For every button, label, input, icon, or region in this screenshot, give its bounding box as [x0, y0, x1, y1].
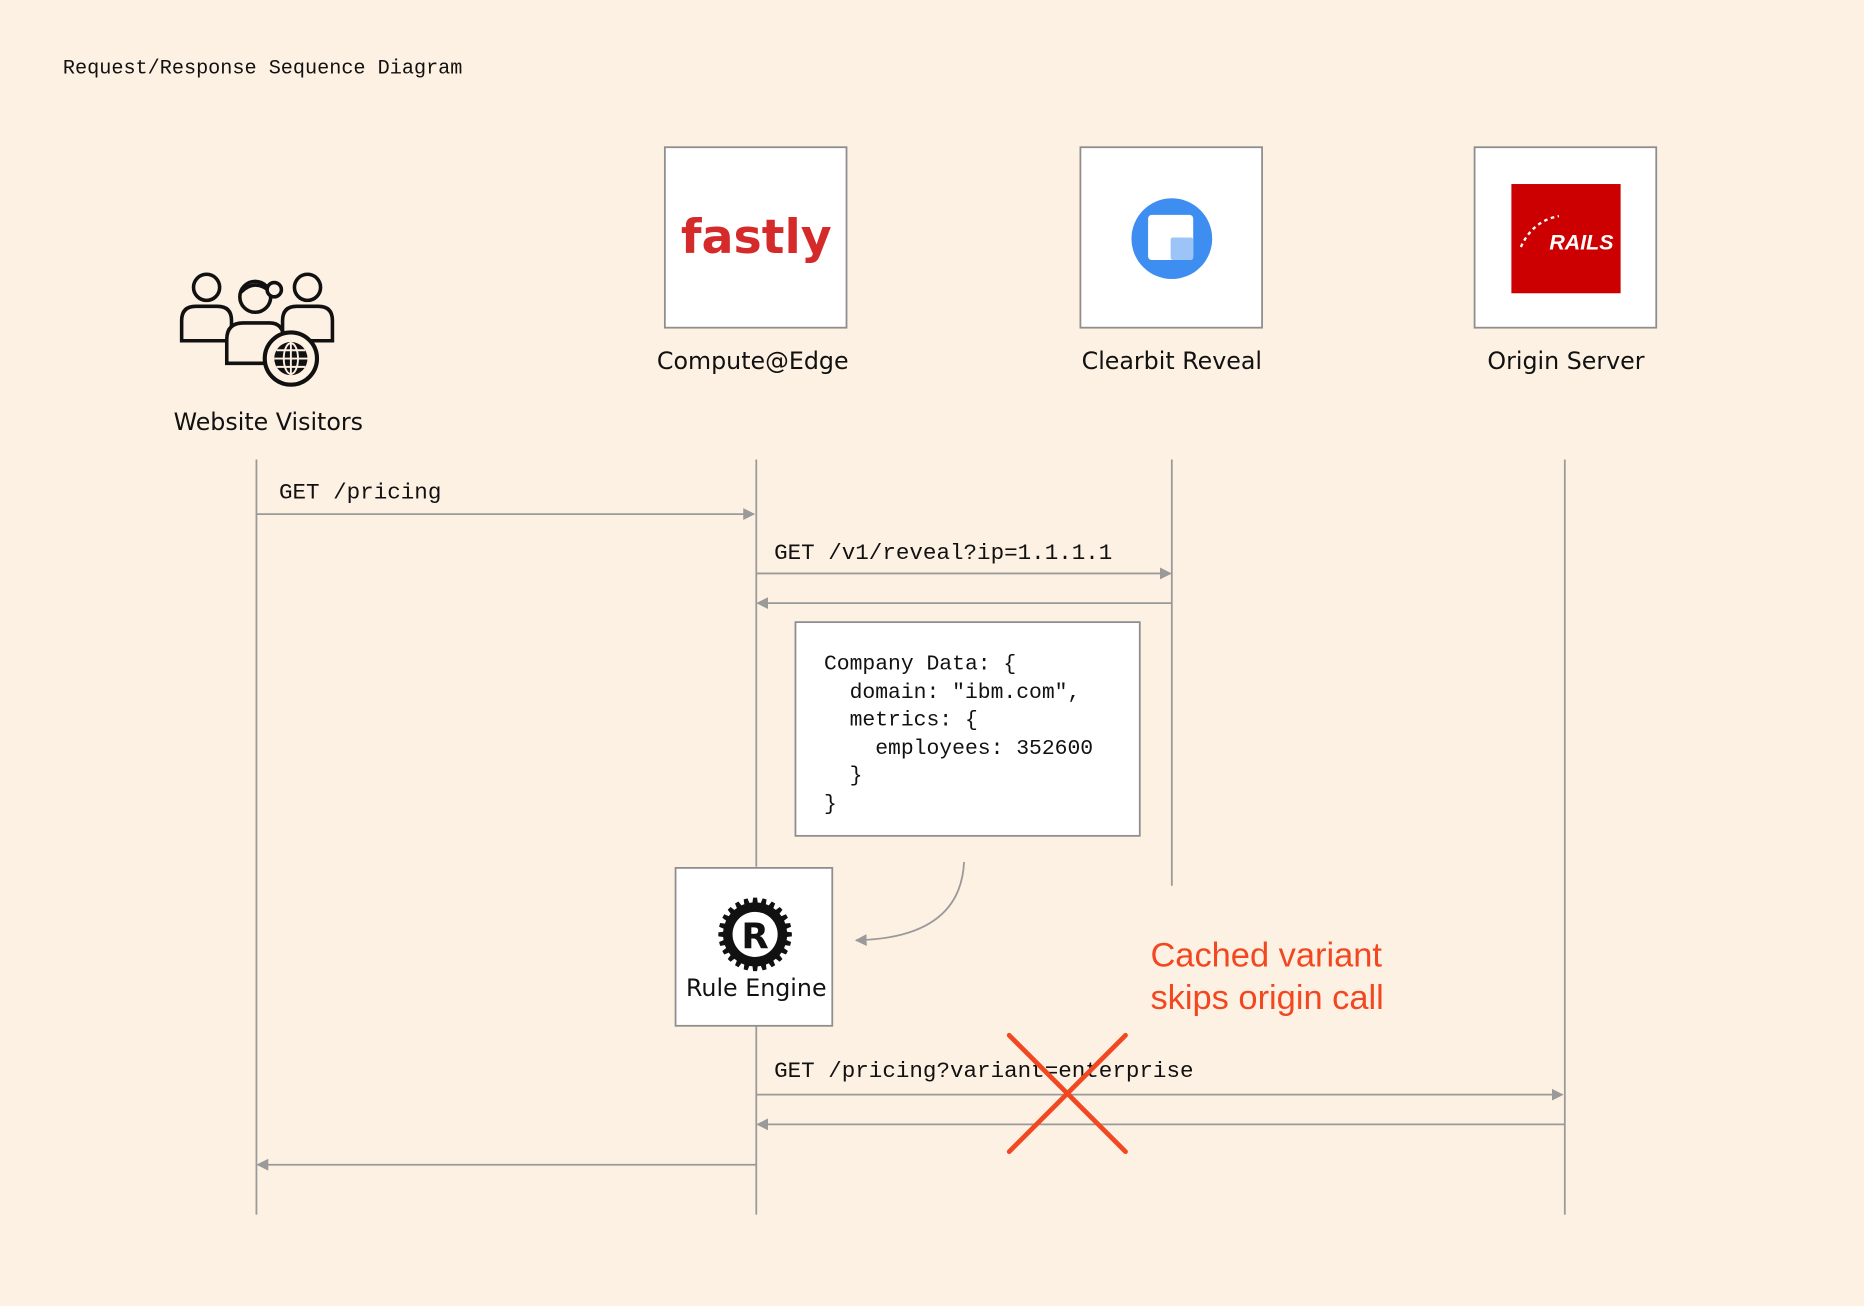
rust-gear-tooth [784, 939, 792, 946]
clearbit-logo [1131, 198, 1213, 280]
rust-gear-tooth [768, 959, 776, 968]
fastly-logo: fastly [681, 210, 832, 265]
svg-text:R: R [741, 917, 768, 958]
rust-gear-tooth [760, 963, 767, 971]
rails-logo: RAILS [1511, 184, 1621, 294]
diagram-title: Request/Response Sequence Diagram [63, 58, 462, 81]
rust-gear-tooth [727, 954, 736, 962]
rust-gear-tooth [727, 906, 736, 915]
rust-gear-tooth [784, 922, 792, 930]
company-data-line: Company Data: { [824, 653, 1016, 677]
rust-gear-tooth [780, 914, 788, 922]
rust-gear-tooth [780, 947, 788, 955]
company-data-line: employees: 352600 [824, 737, 1093, 761]
message-get-pricing-label: GET /pricing [279, 480, 441, 506]
rust-gear-tooth [722, 947, 730, 955]
annotation-line: skips origin call [1150, 979, 1383, 1017]
rust-gear-tooth [735, 959, 743, 968]
rust-gear-tooth [735, 901, 743, 910]
rust-gear-tooth [718, 931, 725, 938]
rust-gear-tooth [774, 906, 783, 915]
company-data-line: metrics: { [824, 708, 978, 732]
cross-out-icon [1006, 1032, 1128, 1155]
participant-label-origin-server: Origin Server [1487, 347, 1644, 375]
company-data-code: Company Data: { domain: "ibm.com", metri… [1, 0, 1157, 817]
rust-logo: R [718, 897, 792, 972]
rust-gear-tooth [752, 897, 758, 904]
rust-gear-tooth [774, 954, 783, 962]
rust-gear-tooth [719, 939, 727, 946]
rust-gear-tooth [785, 931, 792, 938]
data-to-rule-engine-arrow [854, 861, 965, 947]
message-get-variant-label: GET /pricing?variant=enterprise [774, 1058, 1193, 1084]
people-globe-icon [179, 272, 335, 387]
company-data-box [794, 621, 1141, 837]
rails-logo-text: RAILS [1549, 230, 1614, 254]
rust-gear-tooth [743, 898, 750, 906]
participant-label-clearbit-reveal: Clearbit Reveal [1082, 347, 1262, 375]
rust-gear-tooth [719, 922, 727, 930]
company-data-line: } [824, 793, 837, 817]
participant-label-compute-edge: Compute@Edge [657, 347, 849, 375]
company-data-line: domain: "ibm.com", [824, 681, 1080, 705]
rust-gear-tooth [768, 901, 776, 910]
message-get-reveal-label: GET /v1/reveal?ip=1.1.1.1 [774, 540, 1112, 566]
company-data-line: } [824, 764, 862, 788]
rust-gear-tooth [760, 898, 767, 906]
rust-gear-tooth [722, 914, 730, 922]
rule-engine-label: Rule Engine [686, 974, 827, 1002]
participant-label-website-visitors: Website Visitors [174, 408, 363, 436]
rust-gear-tooth [743, 963, 750, 971]
annotation-line: Cached variant [1150, 936, 1382, 974]
rust-gear-tooth [752, 965, 758, 972]
fastly-logo-box [663, 146, 848, 329]
cached-variant-annotation: Cached variant skips origin call [1150, 936, 1391, 1017]
